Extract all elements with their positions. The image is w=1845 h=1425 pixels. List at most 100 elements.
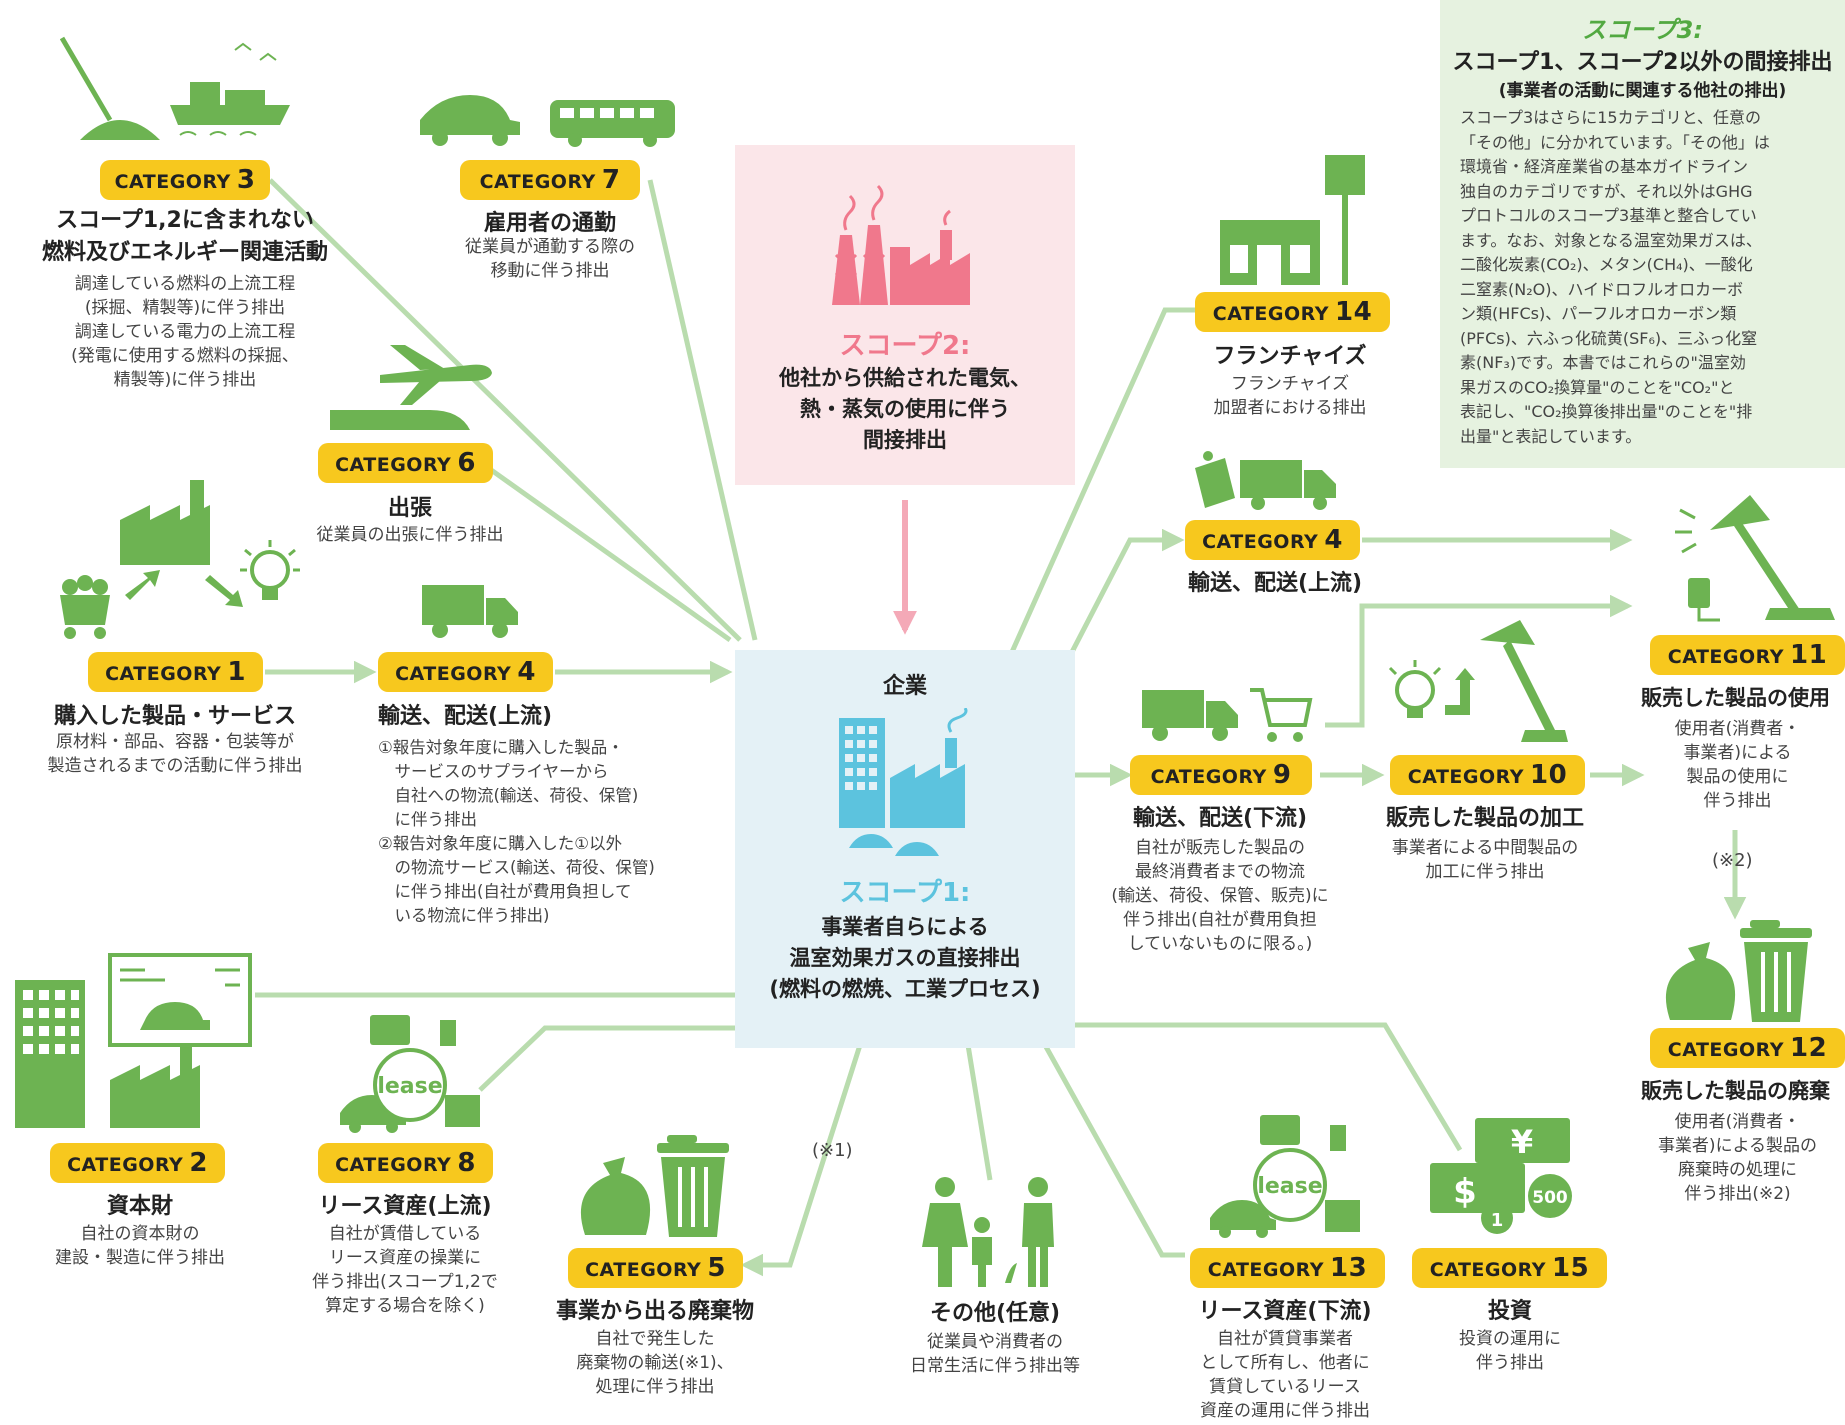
category-9-title: 輸送、配送(下流) xyxy=(1132,806,1308,831)
coin-500: 500 xyxy=(1532,1188,1568,1208)
category-3-title: スコープ1,2に含まれない 燃料及びエネルギー関連活動 xyxy=(41,208,328,265)
category-4a-title: 輸送、配送(上流) xyxy=(378,704,553,729)
truck-icon-cat4a xyxy=(422,585,518,638)
building-icon-scope1 xyxy=(839,708,968,856)
other-title: その他(任意) xyxy=(929,1301,1061,1326)
category-8-title: リース資産(上流) xyxy=(318,1194,492,1219)
car-bus-icon xyxy=(420,95,675,147)
line-cat9-11 xyxy=(1325,594,1633,728)
category-5-desc: 自社で発生した 廃棄物の輸送(※1)、 処理に伴う排出 xyxy=(576,1329,734,1397)
category-11-title: 販売した製品の使用 xyxy=(1641,686,1830,710)
note-1-label: (※1) xyxy=(812,1140,853,1161)
waste-icon xyxy=(580,1135,729,1237)
line-cat7 xyxy=(647,179,758,641)
category-10-desc: 事業者による中間製品の 加工に伴う排出 xyxy=(1391,838,1579,882)
line-cat6 xyxy=(478,459,732,643)
line-cat5 xyxy=(740,1044,863,1277)
scope3-subtitle: (事業者の活動に関連する他社の排出) xyxy=(1498,81,1787,101)
category-10-title: 販売した製品の加工 xyxy=(1385,806,1584,831)
category-6-desc: 従業員の出張に伴う排出 xyxy=(316,525,504,545)
line-cat4b xyxy=(1069,528,1185,654)
category-1-title: 購入した製品・サービス xyxy=(53,704,296,729)
line-cat8 xyxy=(478,1025,735,1092)
category-4a-desc: ①報告対象年度に購入した製品・ サービスのサプライヤーから 自社への物流(輸送、… xyxy=(378,738,655,925)
category-7-title: 雇用者の通勤 xyxy=(483,211,616,236)
scope3-label: スコープ3: xyxy=(1582,16,1703,44)
desk-lamp-icon xyxy=(1675,495,1835,622)
lease-upstream-icon: lease xyxy=(340,1015,480,1133)
scope3-box: スコープ3: スコープ1、スコープ2以外の間接排出 (事業者の活動に関連する他社… xyxy=(1440,0,1845,468)
capital-goods-icon xyxy=(15,953,252,1128)
category-1-desc: 原材料・部品、容器・包装等が 製造されるまでの活動に伴う排出 xyxy=(47,732,303,776)
category-14-title: フランチャイズ xyxy=(1213,344,1367,369)
category-14-desc: フランチャイズ 加盟者における排出 xyxy=(1213,374,1367,418)
store-sign-icon xyxy=(1220,155,1365,285)
category-6-title: 出張 xyxy=(387,496,432,521)
category-12-desc: 使用者(消費者・ 事業者)による製品の 廃棄時の処理に 伴う排出(※2) xyxy=(1657,1112,1818,1204)
truck-cart-icon xyxy=(1142,688,1313,742)
category-8-desc: 自社が賃借している リース資産の操業に 伴う排出(スコープ1,2で 算定する場合… xyxy=(312,1224,498,1316)
line-other xyxy=(965,1044,993,1181)
category-2-desc: 自社の資本財の 建設・製造に伴う排出 xyxy=(55,1224,225,1268)
shopping-truck-icon xyxy=(1195,451,1336,510)
factory-icon-scope2 xyxy=(832,184,970,305)
scope2-text: 他社から供給された電気、 熱・蒸気の使用に伴う 間接排出 xyxy=(779,366,1031,452)
money-icon: ¥ $ 500 1 xyxy=(1430,1118,1572,1234)
scope1-box: 企業 スコープ1: 事業者自らによる 温室効果ガスの直接排出 (燃料の燃焼、工業… xyxy=(735,650,1075,1048)
scope3-title: スコープ1、スコープ2以外の間接排出 xyxy=(1452,50,1833,75)
line-cat13 xyxy=(1042,1043,1185,1258)
company-label: 企業 xyxy=(882,674,927,699)
line-cat14 xyxy=(1009,307,1200,654)
scope2-label: スコープ2: xyxy=(839,331,971,361)
lease-text-upstream: lease xyxy=(377,1074,442,1099)
factory-materials-icon xyxy=(60,480,300,639)
category-12-title: 販売した製品の廃棄 xyxy=(1641,1079,1830,1103)
category-5-title: 事業から出る廃棄物 xyxy=(555,1299,754,1324)
category-2-title: 資本財 xyxy=(106,1194,173,1219)
category-11-desc: 使用者(消費者・ 事業者)による 製品の使用に 伴う排出 xyxy=(1674,719,1801,811)
scope3-body: スコープ3はさらに15カテゴリと、任意の 「その他」に分かれています。「その他」… xyxy=(1460,108,1770,446)
family-icon xyxy=(922,1177,1054,1287)
scope1-label: スコープ1: xyxy=(839,878,971,908)
other-desc: 従業員や消費者の 日常生活に伴う排出等 xyxy=(910,1332,1080,1376)
category-15-desc: 投資の運用に 伴う排出 xyxy=(1459,1329,1561,1373)
mining-ship-icon xyxy=(60,36,290,140)
category-13-desc: 自社が賃貸事業者 として所有し、他者に 賃貸しているリース 資産の運用に伴う排出 xyxy=(1200,1329,1370,1421)
category-3-desc: 調達している燃料の上流工程 (採掘、精製等)に伴う排出 調達している電力の上流工… xyxy=(71,274,299,390)
trash-bag-bin-icon xyxy=(1665,920,1812,1022)
bulb-lamp-icon xyxy=(1388,620,1568,742)
category-15-title: 投資 xyxy=(1487,1299,1532,1324)
line-cat15 xyxy=(1070,1022,1463,1152)
coin-1: 1 xyxy=(1491,1210,1504,1231)
category-13-title: リース資産(下流) xyxy=(1198,1299,1372,1324)
category-4b-title: 輸送、配送(上流) xyxy=(1187,571,1363,596)
lease-downstream-icon: lease xyxy=(1210,1115,1360,1238)
yen-symbol: ¥ xyxy=(1511,1123,1533,1161)
lease-text-downstream: lease xyxy=(1257,1174,1322,1199)
category-7-desc: 従業員が通勤する際の 移動に伴う排出 xyxy=(465,237,635,281)
airplane-train-icon xyxy=(330,345,492,430)
line-cat3 xyxy=(268,178,742,642)
scope2-box: スコープ2: 他社から供給された電気、 熱・蒸気の使用に伴う 間接排出 xyxy=(735,145,1075,485)
scope1-text: 事業者自らによる 温室効果ガスの直接排出 (燃料の燃焼、工業プロセス) xyxy=(769,915,1041,1001)
category-9-desc: 自社が販売した製品の 最終消費者までの物流 (輸送、荷役、保管、販売)に 伴う排… xyxy=(1111,838,1329,954)
note-2-label: (※2) xyxy=(1712,850,1753,871)
dollar-symbol: $ xyxy=(1453,1172,1477,1212)
